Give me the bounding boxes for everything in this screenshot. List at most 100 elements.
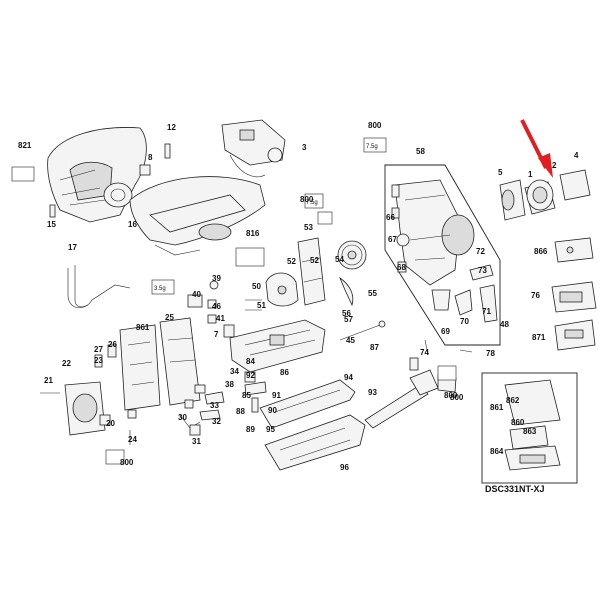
base-plate bbox=[264, 414, 366, 471]
part-number-label: 866 bbox=[534, 247, 548, 256]
part-number-label: 800 bbox=[300, 195, 314, 204]
part-number-label: 39 bbox=[212, 274, 221, 283]
part-number-label: 89 bbox=[246, 425, 255, 434]
gear-housing-box bbox=[384, 164, 501, 346]
part-number-label: 86 bbox=[280, 368, 289, 377]
part-number-label: 861 bbox=[490, 403, 504, 412]
part-number-label: 69 bbox=[441, 327, 450, 336]
bracket-parts bbox=[409, 339, 473, 371]
battery-866 bbox=[554, 237, 594, 263]
part-number-label: 24 bbox=[128, 435, 137, 444]
left-small-parts bbox=[40, 344, 137, 445]
part-number-label: 52 bbox=[310, 256, 319, 265]
part-number-label: 54 bbox=[335, 255, 344, 264]
gear-plate bbox=[229, 319, 326, 373]
kitbox-861 bbox=[554, 319, 596, 351]
part-number-label: 46 bbox=[212, 302, 221, 311]
wire-guard bbox=[67, 265, 131, 308]
small-screws bbox=[49, 143, 171, 218]
part-number-label: 15 bbox=[47, 220, 56, 229]
part-number-label: 8 bbox=[148, 153, 153, 162]
part-number-label: 5 bbox=[498, 168, 503, 177]
part-number-label: 25 bbox=[165, 313, 174, 322]
part-number-label: 800 bbox=[368, 121, 382, 130]
housing-half bbox=[47, 127, 147, 223]
part-number-label: 21 bbox=[44, 376, 53, 385]
shoe-plate bbox=[259, 379, 356, 429]
part-number-label: 74 bbox=[420, 348, 429, 357]
part-number-label: 4 bbox=[574, 151, 579, 160]
mid-pieces bbox=[187, 280, 262, 338]
handle-half-left bbox=[119, 324, 161, 411]
part-number-label: 862 bbox=[506, 396, 520, 405]
trigger-switch bbox=[221, 119, 286, 178]
part-number-label: 33 bbox=[210, 401, 219, 410]
part-number-label: 20 bbox=[106, 419, 115, 428]
part-number-label: 27 bbox=[94, 345, 103, 354]
housing-cover bbox=[129, 176, 266, 256]
part-number-label: 800 bbox=[444, 391, 458, 400]
grease-label-top: 7.5g bbox=[366, 144, 378, 150]
part-number-label: 68 bbox=[397, 263, 406, 272]
gear-wheel bbox=[337, 240, 367, 307]
part-number-label: 67 bbox=[388, 235, 397, 244]
part-number-label: 31 bbox=[192, 437, 201, 446]
part-number-label: 57 bbox=[344, 315, 353, 324]
part-number-label: 26 bbox=[108, 340, 117, 349]
part-number-label: 50 bbox=[252, 282, 261, 291]
part-number-label: 2 bbox=[552, 161, 557, 170]
part-number-label: 800 bbox=[450, 393, 464, 402]
blade-holder-parts bbox=[179, 371, 267, 436]
part-number-label: 12 bbox=[167, 123, 176, 132]
decal-821 bbox=[11, 166, 35, 182]
part-number-label: 88 bbox=[236, 407, 245, 416]
red-arrow bbox=[520, 119, 553, 178]
kit-detail-box bbox=[481, 372, 578, 484]
grease-marks: 7.5g 7.5g 3.5g bbox=[105, 137, 457, 465]
part-number-label: 16 bbox=[128, 220, 137, 229]
part-number-label: 94 bbox=[344, 373, 353, 382]
decal-816 bbox=[235, 247, 265, 267]
part-number-label: 96 bbox=[340, 463, 349, 472]
part-number-label: 84 bbox=[246, 357, 255, 366]
part-number-label: 32 bbox=[212, 417, 221, 426]
part-number-label: 871 bbox=[532, 333, 546, 342]
part-number-label: 48 bbox=[500, 320, 509, 329]
part-number-label: 860 bbox=[511, 418, 525, 427]
part-number-label: 76 bbox=[531, 291, 540, 300]
part-number-label: 66 bbox=[386, 213, 395, 222]
part-number-label: 41 bbox=[216, 314, 225, 323]
part-number-label: 51 bbox=[257, 301, 266, 310]
part-number-label: 22 bbox=[62, 359, 71, 368]
part-number-label: 90 bbox=[268, 406, 277, 415]
part-number-label: 72 bbox=[476, 247, 485, 256]
part-number-label: 3 bbox=[302, 143, 307, 152]
part-number-label: 56 bbox=[342, 309, 351, 318]
part-number-label: 85 bbox=[242, 391, 251, 400]
front-plate bbox=[64, 381, 106, 436]
part-number-label: 864 bbox=[490, 447, 504, 456]
part-number-label: 816 bbox=[246, 229, 260, 238]
grease-label-mid: 7.5g bbox=[306, 200, 318, 206]
part-number-label: 861 bbox=[136, 323, 150, 332]
gear-housing bbox=[394, 179, 475, 286]
part-number-label: 70 bbox=[460, 317, 469, 326]
model-number: DSC331NT-XJ bbox=[485, 484, 545, 494]
part-number-label: 52 bbox=[287, 257, 296, 266]
carbon-parts bbox=[391, 184, 498, 323]
part-number-label: 1 bbox=[528, 170, 533, 179]
part-number-label: 45 bbox=[346, 336, 355, 345]
part-number-label: 87 bbox=[370, 343, 379, 352]
extraction-tube bbox=[364, 369, 439, 429]
part-number-label: 53 bbox=[304, 223, 313, 232]
rod-86 bbox=[339, 320, 386, 341]
shoe-slider bbox=[265, 272, 299, 307]
part-number-label: 71 bbox=[482, 307, 491, 316]
blade-clamp bbox=[297, 237, 326, 306]
part-number-label: 34 bbox=[230, 367, 239, 376]
motor-assembly bbox=[499, 169, 591, 221]
part-number-label: 58 bbox=[416, 147, 425, 156]
